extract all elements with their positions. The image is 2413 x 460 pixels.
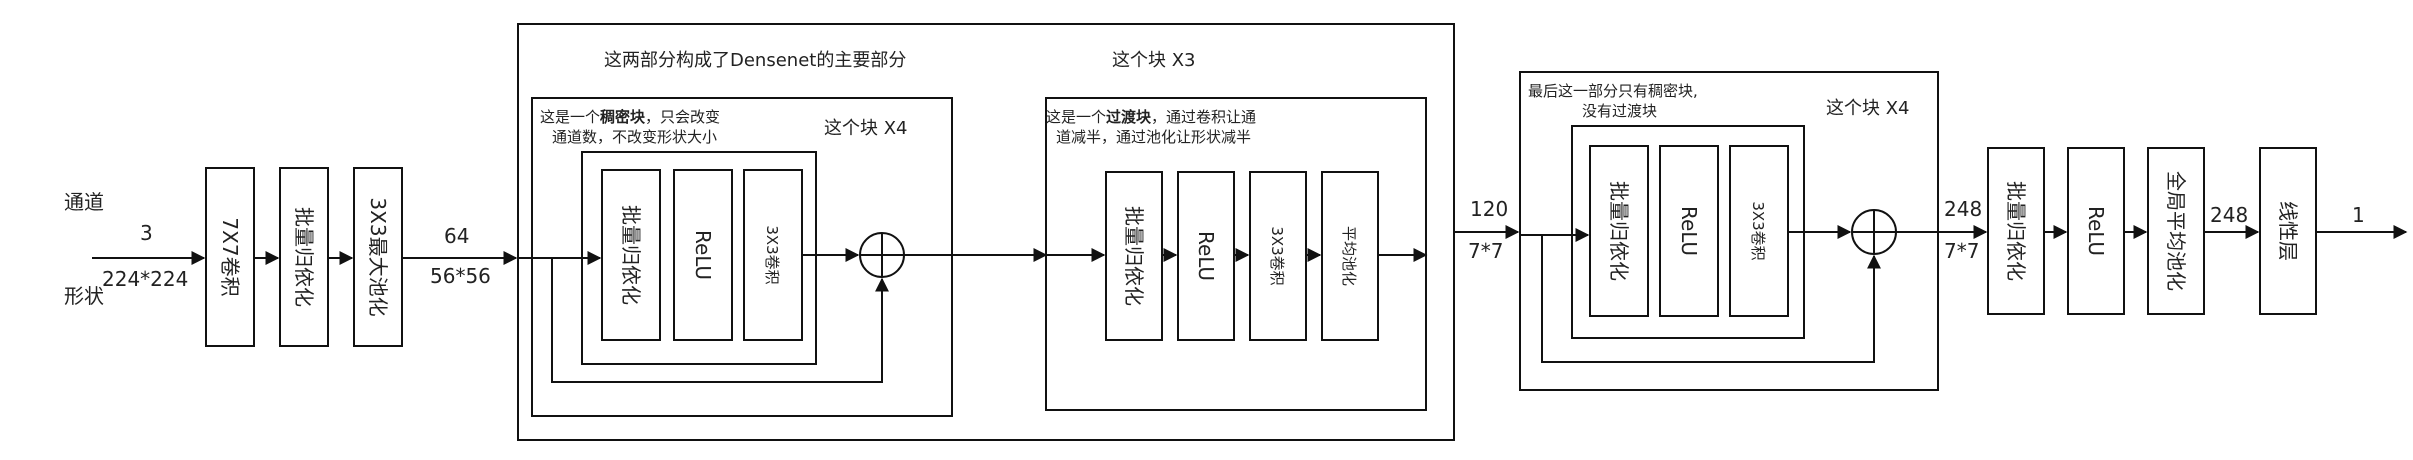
after-main-size: 7*7 [1468, 239, 1503, 263]
stem-bn-label: 批量归依化 [292, 207, 316, 307]
densenet-main-caption: 这两部分构成了Densenet的主要部分 [604, 50, 906, 71]
head-relu-label: ReLU [2084, 206, 2108, 256]
transition-bn-box: 批量归依化 [1105, 171, 1163, 341]
stem-bn-box: 批量归依化 [279, 167, 329, 347]
stem-maxpool-label: 3X3最大池化 [366, 197, 390, 316]
dense-conv-label: 3X3卷积 [763, 225, 781, 284]
dense-relu-box: ReLU [673, 169, 733, 341]
densenet-repeat-caption: 这个块 X3 [1112, 50, 1196, 71]
last-concat-symbol [1851, 209, 1897, 255]
head-linear-label: 线性层 [2276, 201, 2300, 261]
transition-block-note: 这是一个过渡块，通过卷积让通 [1046, 108, 1256, 126]
stem-maxpool-box: 3X3最大池化 [353, 167, 403, 347]
head-bn-box: 批量归依化 [1987, 147, 2045, 315]
last-bn-label: 批量归依化 [1607, 181, 1631, 281]
after-main-channels: 120 [1470, 197, 1508, 221]
input-size: 224*224 [102, 267, 188, 291]
dense-conv-box: 3X3卷积 [743, 169, 803, 341]
head-gap-label: 全局平均池化 [2164, 171, 2188, 291]
transition-relu-label: ReLU [1194, 231, 1218, 281]
dense-relu-label: ReLU [691, 230, 715, 280]
last-bn-box: 批量归依化 [1589, 145, 1649, 317]
output-label: 1 [2352, 203, 2365, 227]
transition-block-note-line2: 道减半，通过池化让形状减半 [1056, 128, 1251, 146]
last-block-repeat: 这个块 X4 [1826, 98, 1910, 119]
after-last-size: 7*7 [1944, 239, 1979, 263]
pool-out-label: 248 [2210, 203, 2248, 227]
dense-block-note: 这是一个稠密块，只会改变 [540, 108, 720, 126]
dense-block-note-line2: 通道数，不改变形状大小 [552, 128, 717, 146]
input-channel-label: 通道 [64, 190, 104, 214]
last-skip-connection [1541, 235, 1881, 363]
after-stem-size: 56*56 [430, 264, 491, 288]
input-shape-label: 形状 [64, 284, 104, 308]
dense-block-repeat: 这个块 X4 [824, 118, 908, 139]
last-conv-label: 3X3卷积 [1749, 201, 1767, 260]
after-last-channels: 248 [1944, 197, 1982, 221]
after-stem-channels: 64 [444, 224, 469, 248]
last-conv-box: 3X3卷积 [1729, 145, 1789, 317]
dense-skip-connection [551, 258, 889, 383]
last-block-note: 最后这一部分只有稠密块, [1528, 82, 1698, 100]
head-linear-box: 线性层 [2259, 147, 2317, 315]
input-channels: 3 [140, 221, 153, 245]
dense-concat-symbol [859, 232, 905, 278]
head-bn-label: 批量归依化 [2004, 181, 2028, 281]
transition-avgpool-box: 平均池化 [1321, 171, 1379, 341]
stem-conv-label: 7X7卷积 [218, 217, 242, 296]
head-gap-box: 全局平均池化 [2147, 147, 2205, 315]
last-relu-label: ReLU [1677, 206, 1701, 256]
transition-bn-label: 批量归依化 [1122, 206, 1146, 306]
transition-conv-label: 3X3卷积 [1268, 226, 1286, 285]
dense-bn-label: 批量归依化 [619, 205, 643, 305]
stem-conv-box: 7X7卷积 [205, 167, 255, 347]
transition-avgpool-label: 平均池化 [1340, 226, 1358, 286]
last-block-note-line2: 没有过渡块 [1582, 102, 1657, 120]
last-relu-box: ReLU [1659, 145, 1719, 317]
head-relu-box: ReLU [2067, 147, 2125, 315]
dense-bn-box: 批量归依化 [601, 169, 661, 341]
transition-relu-box: ReLU [1177, 171, 1235, 341]
transition-conv-box: 3X3卷积 [1249, 171, 1307, 341]
